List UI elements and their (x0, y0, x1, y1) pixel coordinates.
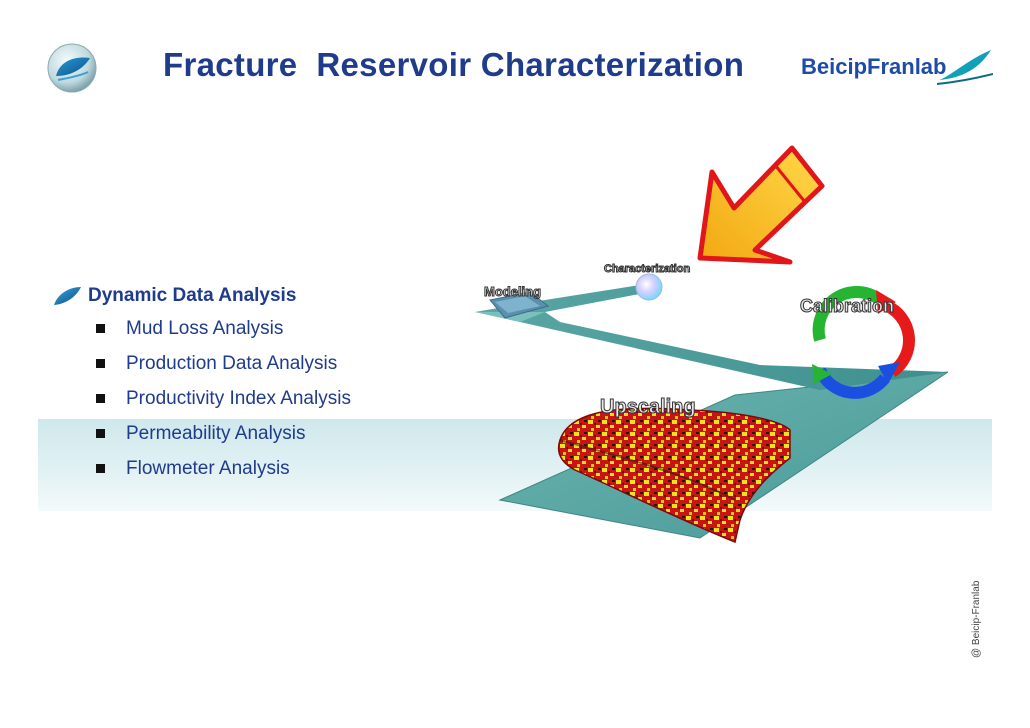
list-item: Production Data Analysis (96, 346, 351, 381)
square-bullet-icon (96, 324, 105, 333)
square-bullet-icon (96, 429, 105, 438)
list-item: Flowmeter Analysis (96, 451, 351, 486)
calibration-cycle-icon (812, 285, 915, 399)
square-bullet-icon (96, 359, 105, 368)
company-emblem-icon (47, 43, 97, 93)
square-bullet-icon (96, 394, 105, 403)
main-bullet: Dynamic Data Analysis (52, 281, 351, 311)
label-upscaling: Upscaling (600, 396, 697, 419)
leaf-swoosh-icon (937, 50, 993, 85)
modeling-block-icon (489, 291, 550, 319)
main-bullet-label: Dynamic Data Analysis (88, 285, 297, 306)
brand-wordmark: BeicipFranlab (801, 54, 947, 79)
bullet-list: Dynamic Data Analysis Mud Loss Analysis … (52, 281, 351, 486)
list-item: Mud Loss Analysis (96, 311, 351, 346)
label-modeling: Modeling (483, 284, 542, 300)
list-item: Permeability Analysis (96, 416, 351, 451)
workflow-diagram (475, 145, 949, 544)
label-calibration: Calibration (799, 296, 895, 317)
sub-bullet-list: Mud Loss Analysis Production Data Analys… (52, 311, 351, 486)
label-characterization: Characterization (603, 263, 691, 276)
list-item: Productivity Index Analysis (96, 381, 351, 416)
characterization-sphere-icon (635, 273, 663, 301)
page-title: Fracture Reservoir Characterization (163, 46, 745, 83)
pointer-arrow-icon (697, 145, 825, 265)
copyright-note: @ Beicip-Franlab (971, 580, 982, 658)
leaf-bullet-icon (54, 287, 81, 305)
reservoir-model-icon (557, 407, 791, 544)
brand-logo: BeicipFranlab (797, 46, 993, 86)
square-bullet-icon (96, 464, 105, 473)
